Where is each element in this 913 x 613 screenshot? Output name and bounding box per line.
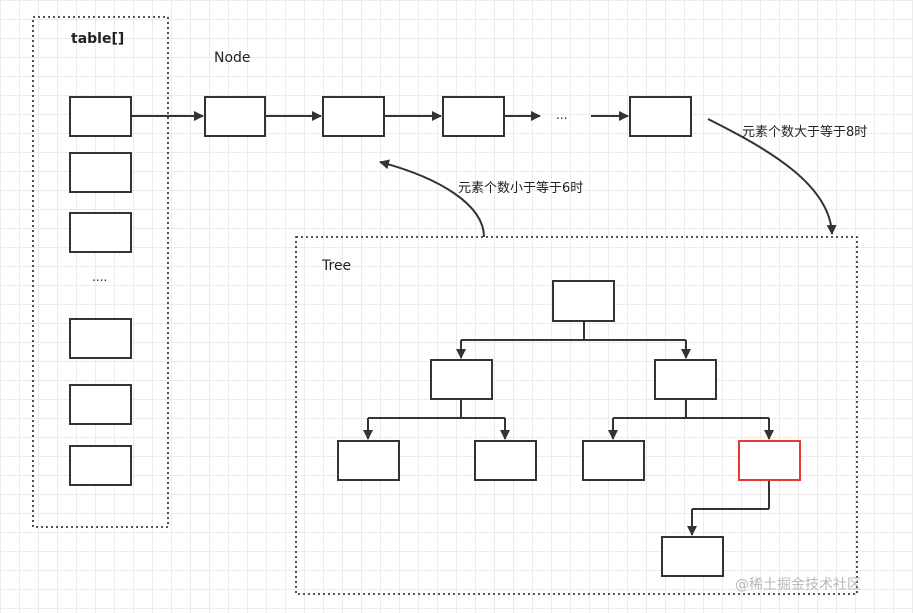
list-ellipsis: ... xyxy=(556,108,568,122)
table-slot-5 xyxy=(69,384,132,425)
node-box-4 xyxy=(629,96,692,137)
tree-node-root xyxy=(552,280,615,322)
tree-node-l3 xyxy=(661,536,724,577)
table-slot-3 xyxy=(69,212,132,253)
table-label: table[] xyxy=(71,31,125,47)
table-slot-6 xyxy=(69,445,132,486)
tree-node-l2-1 xyxy=(337,440,400,481)
tree-node-l1-left xyxy=(430,359,493,400)
tree-label: Tree xyxy=(322,258,352,274)
treeify-threshold-label: 元素个数大于等于8时 xyxy=(742,125,868,140)
treeify-arrow xyxy=(707,118,837,235)
table-slot-2 xyxy=(69,152,132,193)
tree-node-l1-right xyxy=(654,359,717,400)
node-box-1 xyxy=(204,96,266,137)
untreeify-arrow xyxy=(379,159,485,238)
table-slot-1 xyxy=(69,96,132,137)
tree-node-l2-3 xyxy=(582,440,645,481)
untreeify-threshold-label: 元素个数小于等于6时 xyxy=(458,181,584,196)
table-ellipsis: .... xyxy=(92,270,108,284)
tree-container xyxy=(295,236,858,595)
node-box-3 xyxy=(442,96,505,137)
node-label: Node xyxy=(214,50,251,66)
node-box-2 xyxy=(322,96,385,137)
tree-node-l2-highlighted xyxy=(738,440,801,481)
tree-node-l2-2 xyxy=(474,440,537,481)
table-slot-4 xyxy=(69,318,132,359)
watermark: @稀土掘金技术社区 xyxy=(735,577,861,593)
table-container xyxy=(32,16,169,528)
